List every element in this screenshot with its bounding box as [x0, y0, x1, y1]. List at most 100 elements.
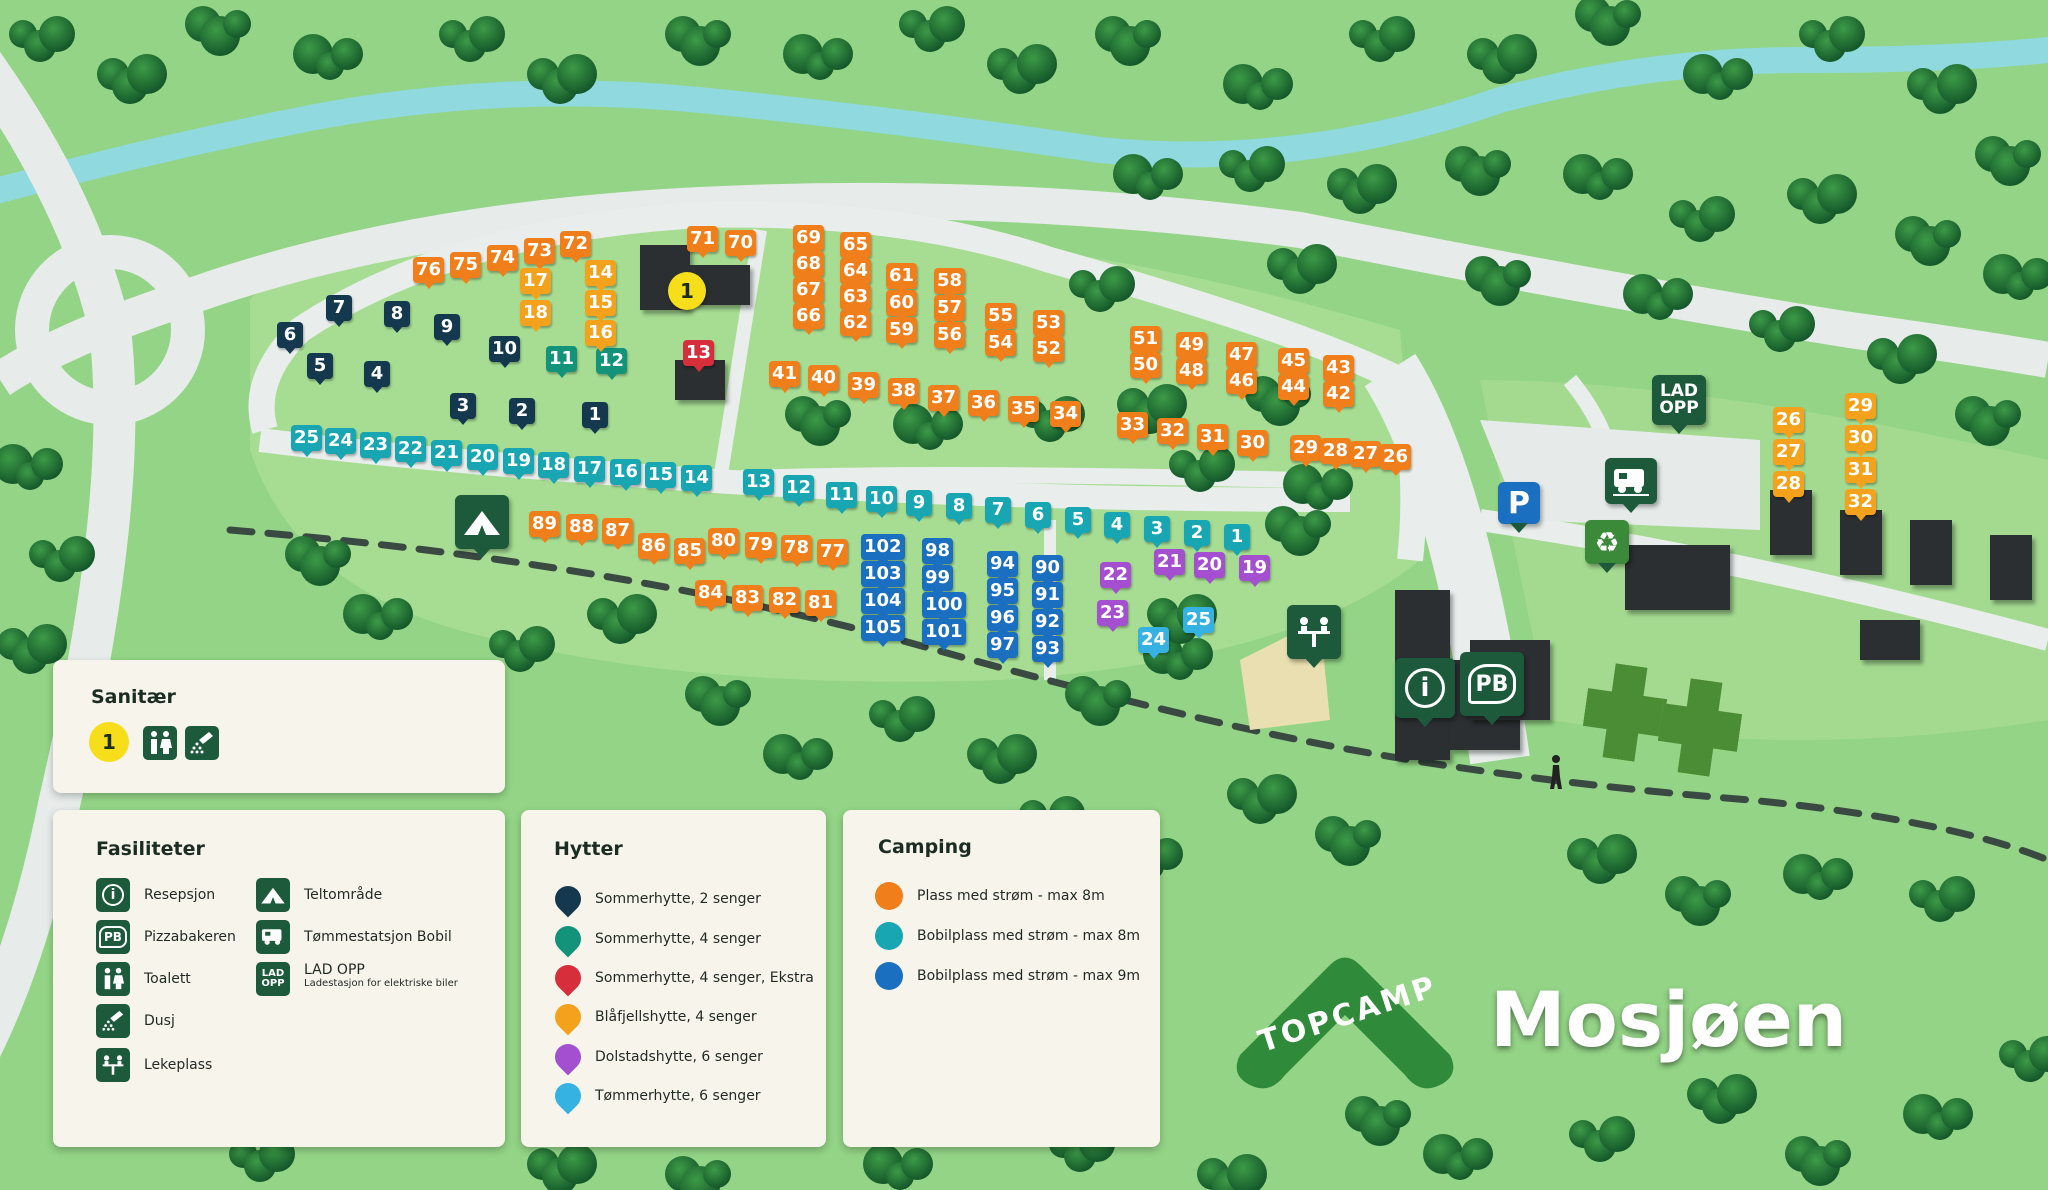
site-pin-teal[interactable]: 17: [574, 456, 606, 488]
site-pin-orange[interactable]: 63: [840, 284, 872, 316]
site-pin-orange[interactable]: 57: [934, 295, 966, 327]
site-pin-teal[interactable]: 6: [1025, 502, 1051, 534]
site-pin-orange[interactable]: 77: [817, 539, 849, 571]
site-pin-orange[interactable]: 87: [602, 518, 634, 550]
site-pin-green-cabin[interactable]: 12: [596, 348, 628, 380]
site-pin-purple[interactable]: 21: [1154, 549, 1186, 581]
site-pin-orange[interactable]: 55: [985, 303, 1017, 335]
site-pin-blue[interactable]: 100: [922, 592, 966, 624]
site-pin-orange[interactable]: 40: [808, 365, 840, 397]
site-pin-orange[interactable]: 30: [1237, 430, 1269, 462]
site-pin-teal[interactable]: 9: [906, 490, 932, 522]
site-pin-orange[interactable]: 44: [1278, 374, 1310, 406]
site-pin-orange[interactable]: 46: [1226, 368, 1258, 400]
site-pin-orange[interactable]: 75: [450, 252, 482, 284]
site-pin-teal[interactable]: 11: [826, 482, 858, 514]
site-pin-orange[interactable]: 61: [886, 263, 918, 295]
site-pin-teal[interactable]: 20: [467, 444, 499, 476]
site-pin-navy[interactable]: 9: [434, 314, 460, 346]
site-pin-teal[interactable]: 24: [325, 428, 357, 460]
site-pin-orange[interactable]: 33: [1117, 412, 1149, 444]
site-pin-orange[interactable]: 56: [934, 322, 966, 354]
site-pin-navy[interactable]: 8: [384, 301, 410, 333]
site-pin-orange[interactable]: 80: [708, 528, 740, 560]
site-pin-blue[interactable]: 98: [922, 538, 954, 570]
site-pin-navy[interactable]: 2: [509, 398, 535, 430]
site-pin-orange[interactable]: 41: [769, 361, 801, 393]
site-pin-purple[interactable]: 20: [1194, 552, 1226, 584]
site-pin-teal[interactable]: 5: [1065, 507, 1091, 539]
site-pin-navy[interactable]: 6: [277, 322, 303, 354]
site-pin-orange[interactable]: 76: [413, 257, 445, 289]
site-pin-orange[interactable]: 51: [1130, 326, 1162, 358]
site-pin-orange[interactable]: 42: [1323, 381, 1355, 413]
site-pin-teal[interactable]: 2: [1184, 520, 1210, 552]
site-pin-amber[interactable]: 32: [1845, 489, 1877, 521]
site-pin-orange[interactable]: 45: [1278, 348, 1310, 380]
site-pin-orange[interactable]: 52: [1033, 336, 1065, 368]
site-pin-orange[interactable]: 39: [848, 372, 880, 404]
site-pin-orange[interactable]: 37: [928, 385, 960, 417]
site-pin-orange[interactable]: 26: [1380, 444, 1412, 476]
site-pin-orange[interactable]: 29: [1290, 435, 1322, 467]
site-pin-amber[interactable]: 30: [1845, 425, 1877, 457]
site-pin-blue[interactable]: 90: [1032, 555, 1064, 587]
site-pin-orange[interactable]: 28: [1320, 438, 1352, 470]
site-pin-orange[interactable]: 73: [524, 238, 556, 270]
site-pin-teal[interactable]: 21: [431, 440, 463, 472]
site-pin-orange[interactable]: 47: [1226, 342, 1258, 374]
site-pin-navy[interactable]: 3: [450, 393, 476, 425]
site-pin-teal[interactable]: 1: [1224, 524, 1250, 556]
site-pin-teal[interactable]: 19: [503, 448, 535, 480]
site-pin-orange[interactable]: 88: [566, 514, 598, 546]
site-pin-blue[interactable]: 93: [1032, 636, 1064, 668]
site-pin-amber[interactable]: 31: [1845, 457, 1877, 489]
site-pin-amber[interactable]: 14: [585, 260, 617, 292]
site-pin-navy[interactable]: 5: [307, 353, 333, 385]
site-pin-blue[interactable]: 94: [987, 551, 1019, 583]
site-pin-orange[interactable]: 62: [840, 310, 872, 342]
site-pin-teal[interactable]: 23: [360, 432, 392, 464]
tent-area-marker[interactable]: [455, 495, 509, 558]
site-pin-orange[interactable]: 70: [725, 230, 757, 262]
site-pin-orange[interactable]: 36: [968, 390, 1000, 422]
site-pin-teal[interactable]: 14: [681, 465, 713, 497]
recycling-marker[interactable]: ♻: [1585, 520, 1629, 573]
site-pin-orange[interactable]: 48: [1176, 358, 1208, 390]
site-pin-blue[interactable]: 96: [987, 605, 1019, 637]
site-pin-blue[interactable]: 99: [922, 565, 954, 597]
site-pin-teal[interactable]: 13: [743, 469, 775, 501]
site-pin-orange[interactable]: 60: [886, 290, 918, 322]
playground-marker[interactable]: [1287, 605, 1341, 668]
reception-marker[interactable]: i: [1395, 658, 1455, 727]
site-pin-orange[interactable]: 38: [888, 378, 920, 410]
site-pin-teal[interactable]: 3: [1144, 516, 1170, 548]
site-pin-teal[interactable]: 18: [538, 452, 570, 484]
site-pin-purple[interactable]: 23: [1097, 600, 1129, 632]
ev-charging-marker[interactable]: LAD OPP: [1652, 375, 1706, 434]
site-pin-amber[interactable]: 17: [520, 268, 552, 300]
site-pin-blue[interactable]: 104: [861, 588, 905, 620]
site-pin-teal[interactable]: 22: [395, 436, 427, 468]
site-pin-red[interactable]: 13: [683, 340, 715, 372]
site-pin-orange[interactable]: 82: [769, 587, 801, 619]
site-pin-sky[interactable]: 25: [1183, 607, 1215, 639]
site-pin-navy[interactable]: 4: [364, 361, 390, 393]
site-pin-purple[interactable]: 22: [1100, 562, 1132, 594]
pizza-marker[interactable]: PB: [1460, 652, 1524, 725]
site-pin-orange[interactable]: 84: [695, 580, 727, 612]
site-pin-amber[interactable]: 15: [585, 290, 617, 322]
site-pin-navy[interactable]: 10: [489, 336, 521, 368]
site-pin-blue[interactable]: 103: [861, 561, 905, 593]
site-pin-orange[interactable]: 27: [1350, 441, 1382, 473]
site-pin-amber[interactable]: 26: [1773, 407, 1805, 439]
site-pin-teal[interactable]: 8: [946, 493, 972, 525]
site-pin-orange[interactable]: 34: [1050, 401, 1082, 433]
site-pin-amber[interactable]: 29: [1845, 393, 1877, 425]
site-pin-green-cabin[interactable]: 11: [546, 346, 578, 378]
site-pin-orange[interactable]: 89: [529, 511, 561, 543]
site-pin-teal[interactable]: 25: [291, 425, 323, 457]
site-pin-orange[interactable]: 49: [1176, 332, 1208, 364]
site-pin-amber[interactable]: 18: [520, 300, 552, 332]
parking-marker[interactable]: P: [1498, 482, 1540, 533]
